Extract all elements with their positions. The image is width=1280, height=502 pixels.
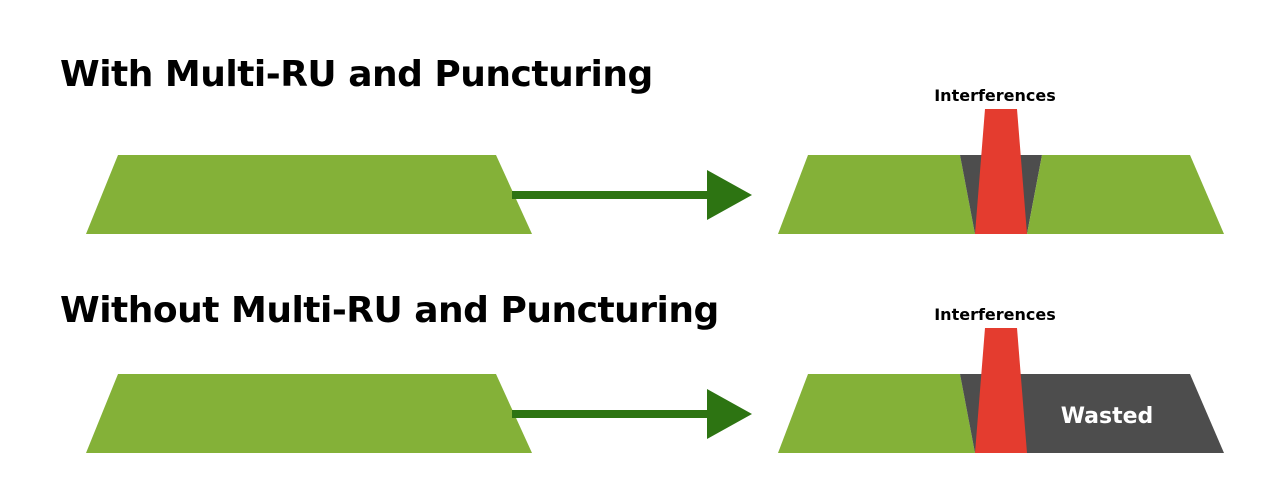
row-1-arrow [512, 170, 752, 220]
row-2-input-channel [86, 374, 532, 453]
row-2: Interferences Wasted [86, 305, 1224, 453]
row-1: Interferences [86, 86, 1224, 234]
row-1-output-channel-right [1027, 155, 1224, 234]
row-2-interference-label: Interferences [934, 305, 1056, 324]
row-1-input-channel [86, 155, 532, 234]
row-1-output-channel-left [778, 155, 975, 234]
row-2-title: Without Multi-RU and Puncturing [60, 290, 719, 331]
row-2-interference-bar [975, 328, 1027, 453]
row-2-arrow [512, 389, 752, 439]
row-1-interference-bar [975, 109, 1027, 234]
row-2-output-channel-left [778, 374, 975, 453]
row-1-interference-label: Interferences [934, 86, 1056, 105]
row-2-wasted-area [960, 374, 1224, 453]
row-2-wasted-label: Wasted [1061, 404, 1154, 429]
row-1-title: With Multi-RU and Puncturing [60, 54, 653, 95]
